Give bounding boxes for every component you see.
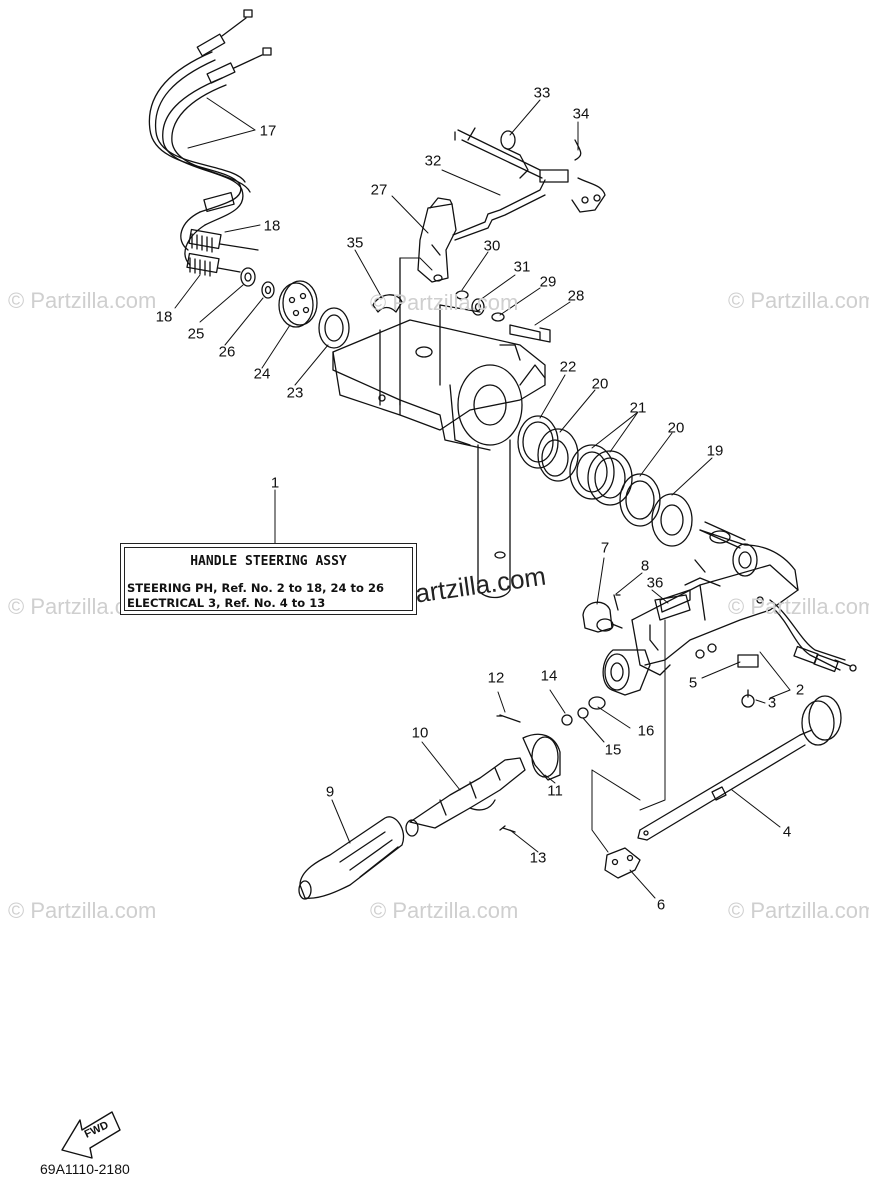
- shift-linkage: [417, 127, 606, 283]
- callout-27: 27: [370, 181, 388, 199]
- callout-8: 8: [640, 557, 650, 575]
- callout-21: 21: [629, 399, 647, 417]
- callout-12: 12: [487, 669, 505, 687]
- diagram-code: 69A1110-2180: [40, 1161, 130, 1177]
- watermark-top-left: © Partzilla.com: [8, 288, 157, 313]
- callout-17: 17: [259, 122, 277, 140]
- fwd-arrow-icon: [61, 1111, 121, 1159]
- callout-19: 19: [706, 442, 724, 460]
- callout-20-lower: 20: [667, 419, 685, 437]
- callout-28: 28: [567, 287, 585, 305]
- callout-34: 34: [572, 105, 590, 123]
- callout-9: 9: [325, 783, 335, 801]
- assembly-title: HANDLE STEERING ASSY: [190, 554, 347, 569]
- callout-7: 7: [600, 539, 610, 557]
- callout-32: 32: [424, 152, 442, 170]
- callout-15: 15: [604, 741, 622, 759]
- steering-bracket: [332, 257, 546, 599]
- tiller-handle: [602, 521, 857, 708]
- grommet-parts: [240, 267, 350, 349]
- callout-30: 30: [483, 237, 501, 255]
- callout-10: 10: [411, 724, 429, 742]
- watermark-bottom-mid: © Partzilla.com: [370, 898, 519, 923]
- callout-6: 6: [656, 896, 666, 914]
- watermark-bottom-left: © Partzilla.com: [8, 898, 157, 923]
- callout-13: 13: [529, 849, 547, 867]
- fasteners: [372, 290, 551, 343]
- callout-29: 29: [539, 273, 557, 291]
- watermark-mid-top: © Partzilla.com: [370, 290, 519, 315]
- watermark-bottom-right: © Partzilla.com: [728, 898, 869, 923]
- callout-26: 26: [218, 343, 236, 361]
- callout-33: 33: [533, 84, 551, 102]
- callout-1: 1: [270, 474, 280, 492]
- callout-2: 2: [795, 681, 805, 699]
- callout-23: 23: [286, 384, 304, 402]
- callout-24: 24: [253, 365, 271, 383]
- throttle-grip: [298, 696, 606, 900]
- callout-35: 35: [346, 234, 364, 252]
- callout-3: 3: [767, 694, 777, 712]
- watermark-mid-right: © Partzilla.com: [728, 594, 869, 619]
- callout-36: 36: [646, 574, 664, 592]
- callout-31: 31: [513, 258, 531, 276]
- assembly-reference-box: HANDLE STEERING ASSY STEERING PH, Ref. N…: [120, 543, 417, 615]
- callout-22: 22: [559, 358, 577, 376]
- leader-lines: [174, 97, 791, 899]
- stop-switch-parts: [582, 594, 691, 633]
- callout-25: 25: [187, 325, 205, 343]
- callout-16: 16: [637, 722, 655, 740]
- assembly-ref-line-1: STEERING PH, Ref. No. 2 to 18, 24 to 26: [127, 581, 384, 595]
- callout-18-upper: 18: [263, 217, 281, 235]
- callout-20-upper: 20: [591, 375, 609, 393]
- assembly-reference-frame: [124, 547, 413, 611]
- assembly-ref-line-2: ELECTRICAL 3, Ref. No. 4 to 13: [127, 596, 326, 610]
- callout-5: 5: [688, 674, 698, 692]
- throttle-cables: [148, 9, 272, 277]
- callout-4: 4: [782, 823, 792, 841]
- callout-14: 14: [540, 667, 558, 685]
- throttle-shaft: [604, 695, 842, 879]
- callout-18-lower: 18: [155, 308, 173, 326]
- callout-11: 11: [547, 782, 563, 800]
- washers: [517, 415, 693, 547]
- watermark-top-right: © Partzilla.com: [728, 288, 869, 313]
